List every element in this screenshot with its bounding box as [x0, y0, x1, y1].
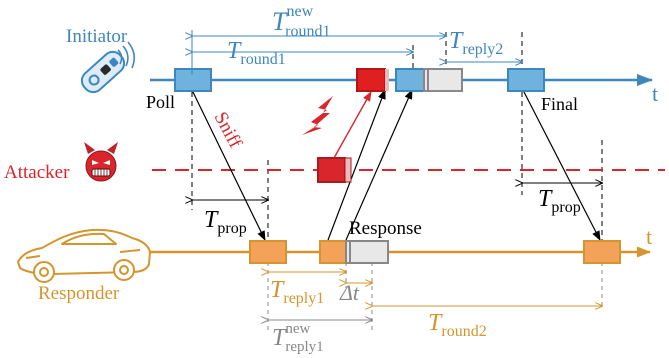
final-arrow — [522, 89, 601, 241]
initiator-response-ext — [423, 68, 463, 92]
t-round1-label: Tround1 — [227, 38, 286, 68]
attacker-label: Attacker — [4, 162, 70, 183]
message-arrows — [191, 89, 601, 241]
t-reply2-label: Treply2 — [449, 28, 503, 58]
responder-poll-packet — [249, 240, 287, 264]
sniff-lightning-icon — [302, 96, 333, 135]
attack-replay-arrow — [327, 89, 386, 241]
t-prop-left-label: Tprop — [204, 207, 247, 237]
signal-waves-icon — [117, 41, 136, 69]
t-reply1-label: Treply1 — [270, 277, 324, 307]
responder-time-label: t — [646, 224, 652, 249]
responder-final-packet — [583, 240, 621, 264]
responder-response-packet — [319, 240, 347, 264]
responder-dimensions — [268, 272, 602, 306]
responder-response-ext — [345, 240, 389, 264]
initiator-poll-packet — [174, 68, 212, 92]
attacker-sniffed-packet — [317, 157, 346, 183]
poll-label: Poll — [146, 92, 175, 112]
initiator-label: Initiator — [66, 26, 128, 47]
response-arrow — [345, 89, 413, 241]
attacker-sniffed-tail — [344, 157, 352, 183]
delta-t-label: Δt — [339, 280, 360, 305]
response-label: Response — [349, 218, 422, 239]
attacker-spoofed-tail — [385, 69, 389, 91]
attacker-spoofed-packet — [356, 68, 386, 92]
initiator-dimensions — [192, 30, 522, 75]
sniff-label: Sniff — [210, 108, 247, 152]
initiator-time-label: t — [652, 81, 658, 106]
devil-face-icon — [84, 142, 118, 182]
initiator-final-packet — [507, 68, 545, 92]
initiator-response-packet — [395, 68, 425, 92]
responder-label: Responder — [38, 283, 120, 304]
final-label: Final — [541, 94, 578, 114]
poll-arrow — [191, 89, 266, 241]
t-prop-right-label: Tprop — [538, 186, 581, 216]
sports-car-icon — [17, 228, 151, 283]
prop-dimensions — [192, 183, 602, 200]
attacker-inject-arrow — [333, 91, 372, 159]
t-round2-label: Tround2 — [428, 310, 487, 340]
